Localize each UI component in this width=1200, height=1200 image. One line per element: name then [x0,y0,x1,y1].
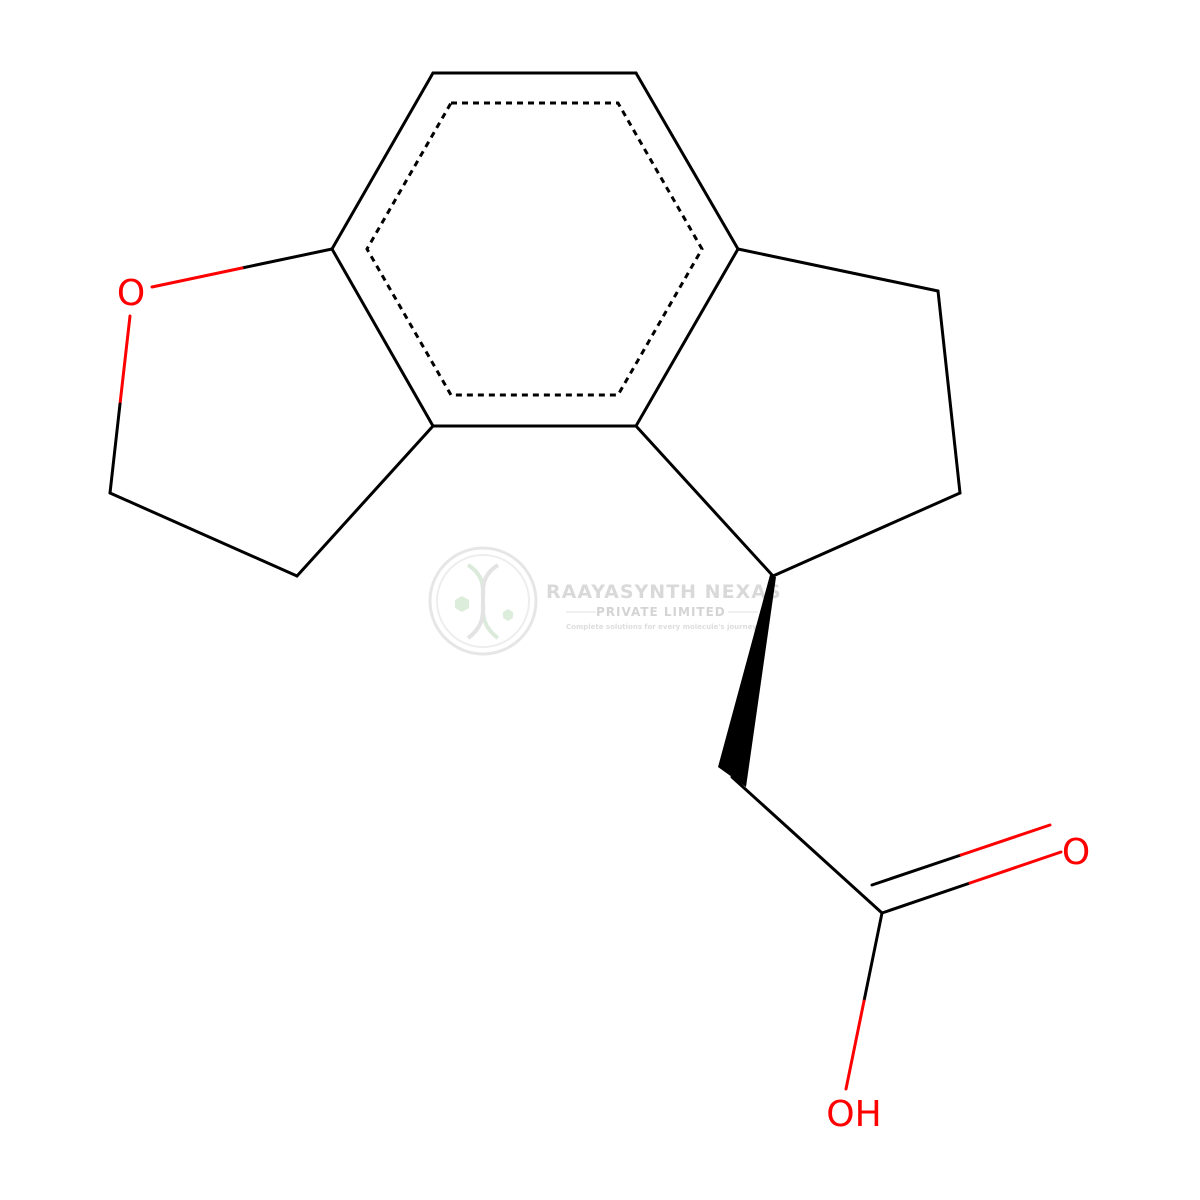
watermark-logo-icon [428,546,538,656]
cyclopentane-ring [634,247,962,578]
watermark-company: RAAYASYNTH NEXAS [546,581,782,603]
carboxylic-acid-group [730,775,1063,1091]
dihydrofuran-ring [108,247,435,578]
watermark-subtitle: PRIVATE LIMITED [596,605,726,619]
carbonyl-oxygen-label: O [1062,832,1090,873]
hydroxyl-label: OH [826,1094,881,1135]
benzene-ring [330,71,740,428]
watermark: RAAYASYNTH NEXAS PRIVATE LIMITED Complet… [428,546,782,656]
ring-oxygen-label: O [117,273,145,314]
wedge-bond [718,575,776,787]
watermark-tagline: Complete solutions for every molecule's … [566,623,757,631]
